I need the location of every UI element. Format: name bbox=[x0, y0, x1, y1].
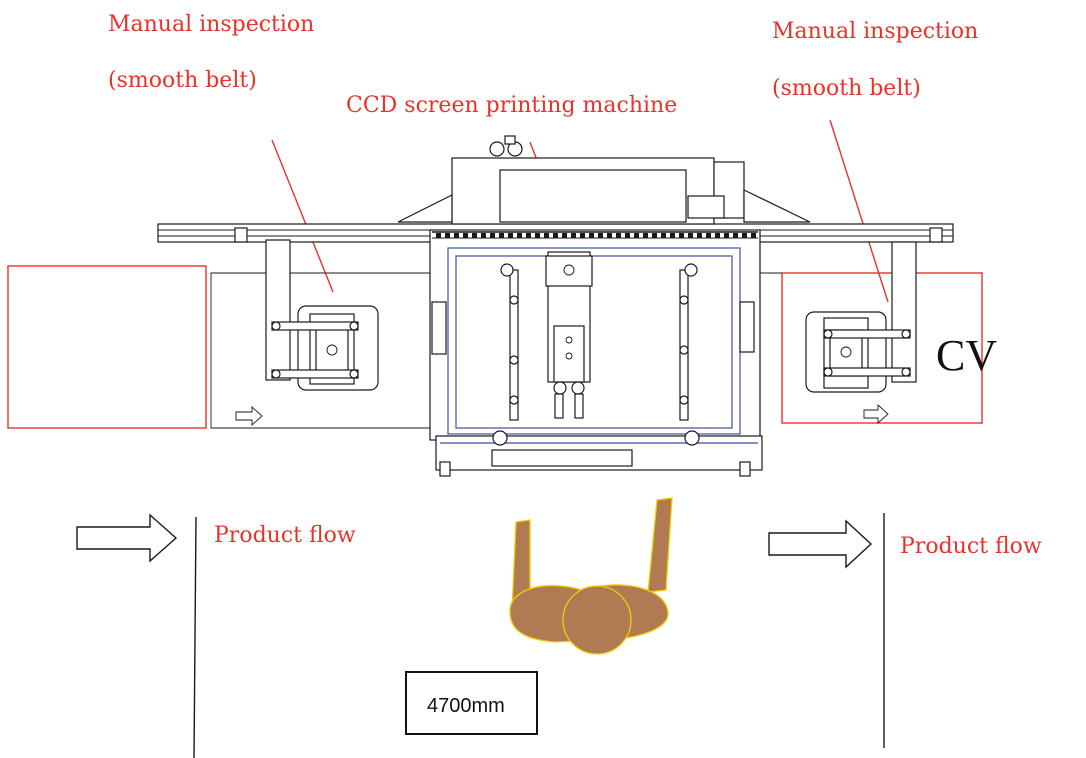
gear-tooth bbox=[751, 233, 756, 238]
product-flow-arrow-right bbox=[768, 519, 873, 569]
dimension-box bbox=[405, 671, 538, 735]
left-inspection-fixture bbox=[265, 239, 379, 391]
gear-tooth bbox=[616, 233, 621, 238]
ccd-screen-printer bbox=[397, 135, 811, 477]
gear-tooth bbox=[670, 233, 675, 238]
gear-tooth bbox=[607, 233, 612, 238]
gear-tooth bbox=[598, 233, 603, 238]
small-flow-arrow-left bbox=[235, 405, 263, 427]
gear-tooth bbox=[436, 233, 441, 238]
gear-tooth bbox=[571, 233, 576, 238]
gear-tooth bbox=[679, 233, 684, 238]
gear-tooth bbox=[742, 233, 747, 238]
right-station-box bbox=[781, 272, 983, 424]
gear-tooth bbox=[724, 233, 729, 238]
leader-line-left bbox=[271, 139, 334, 293]
gear-tooth bbox=[472, 233, 477, 238]
gear-tooth bbox=[535, 233, 540, 238]
ccd-machine-label: CCD screen printing machine bbox=[346, 93, 677, 118]
right-inspection-fixture bbox=[805, 241, 917, 393]
gear-tooth bbox=[706, 233, 711, 238]
small-flow-arrow-right bbox=[863, 403, 889, 425]
leader-line-right bbox=[829, 119, 889, 303]
gear-tooth bbox=[697, 233, 702, 238]
gear-tooth bbox=[661, 233, 666, 238]
gear-tooth bbox=[625, 233, 630, 238]
gear-tooth bbox=[454, 233, 459, 238]
gear-tooth bbox=[499, 233, 504, 238]
gear-rack-teeth bbox=[436, 233, 756, 238]
gear-tooth bbox=[589, 233, 594, 238]
right-station-label-line2: (smooth belt) bbox=[772, 76, 921, 101]
gear-tooth bbox=[733, 233, 738, 238]
operator-head bbox=[562, 585, 632, 655]
gear-tooth bbox=[643, 233, 648, 238]
product-flow-arrow-left bbox=[76, 513, 178, 563]
left-station-label-line1: Manual inspection bbox=[108, 12, 314, 37]
left-conveyor-outline bbox=[210, 272, 440, 429]
gear-tooth bbox=[715, 233, 720, 238]
gear-tooth bbox=[688, 233, 693, 238]
dimension-label: 4700mm bbox=[427, 695, 505, 717]
left-outer-box bbox=[7, 265, 207, 429]
gear-tooth bbox=[580, 233, 585, 238]
gear-tooth bbox=[445, 233, 450, 238]
cv-label: CV bbox=[936, 331, 997, 380]
gear-tooth bbox=[463, 233, 468, 238]
gear-tooth bbox=[544, 233, 549, 238]
operator-figure bbox=[509, 497, 673, 655]
left-station-label-line2: (smooth belt) bbox=[108, 68, 257, 93]
product-flow-label-left: Product flow bbox=[214, 523, 356, 548]
product-flow-label-right: Product flow bbox=[900, 534, 1042, 559]
gear-tooth bbox=[481, 233, 486, 238]
gear-tooth bbox=[652, 233, 657, 238]
gear-tooth bbox=[634, 233, 639, 238]
gear-tooth bbox=[517, 233, 522, 238]
gear-tooth bbox=[526, 233, 531, 238]
gear-tooth bbox=[562, 233, 567, 238]
gear-tooth bbox=[553, 233, 558, 238]
right-station-label-line1: Manual inspection bbox=[772, 19, 978, 44]
operator-right-arm bbox=[647, 497, 673, 593]
boundary-line-left bbox=[193, 516, 197, 758]
gear-tooth bbox=[508, 233, 513, 238]
operator-left-arm bbox=[511, 519, 531, 612]
gear-tooth bbox=[490, 233, 495, 238]
